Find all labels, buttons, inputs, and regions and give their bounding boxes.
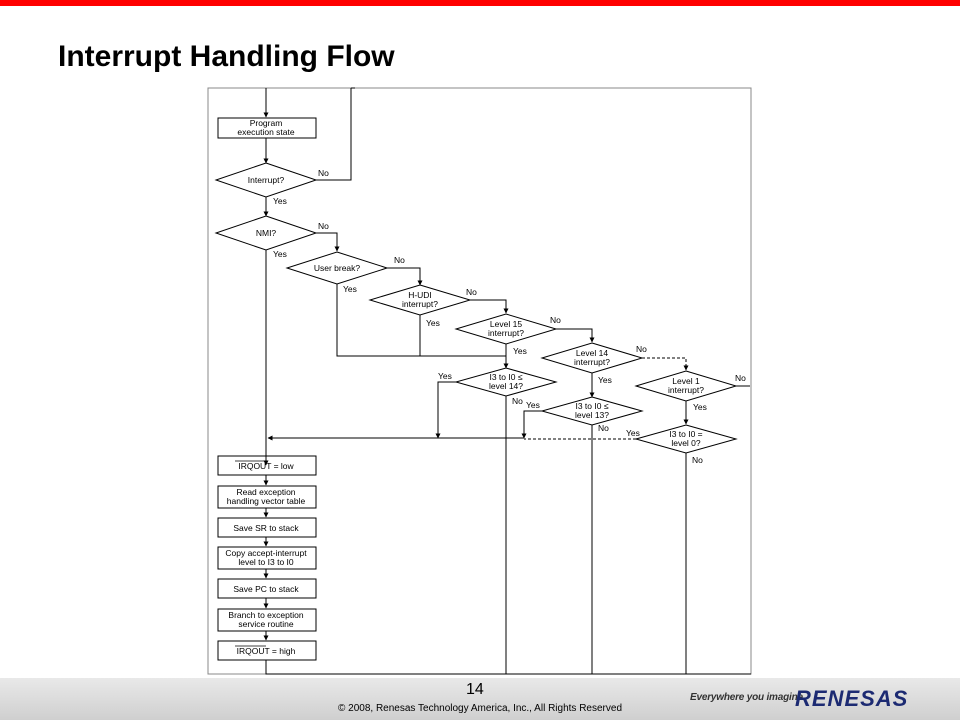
yes-label: Yes: [513, 346, 527, 356]
mask0-label-1: I3 to I0 =: [669, 429, 702, 439]
interrupt-label: Interrupt?: [248, 175, 285, 185]
mask13-label-1: I3 to I0 ≤: [575, 401, 608, 411]
step-read-vector: [217, 485, 317, 509]
hudi-label-2: interrupt?: [402, 299, 438, 309]
step-label: Copy accept-interrupt: [225, 548, 307, 558]
mask14-label-1: I3 to I0 ≤: [489, 372, 522, 382]
top-accent-bar: [0, 0, 960, 6]
start-label-2: execution state: [237, 127, 294, 137]
step-label: Save PC to stack: [233, 584, 299, 594]
level15-label-2: interrupt?: [488, 328, 524, 338]
step-save-pc: [217, 578, 317, 599]
yes-label: Yes: [598, 375, 612, 385]
yes-label: Yes: [273, 196, 287, 206]
no-label: No: [512, 396, 523, 406]
level1-label-1: Level 1: [672, 376, 700, 386]
step-copy-level: [217, 546, 317, 570]
copyright-text: © 2008, Renesas Technology America, Inc.…: [338, 703, 622, 714]
step-label: Save SR to stack: [233, 523, 299, 533]
step-label: Read exception: [236, 487, 295, 497]
no-label: No: [735, 373, 746, 383]
mask0-label-2: level 0?: [671, 438, 701, 448]
step-irqout-high: [217, 640, 317, 661]
yes-label: Yes: [343, 284, 357, 294]
tagline: Everywhere you imagine.: [690, 692, 806, 703]
hudi-label-1: H-UDI: [408, 290, 432, 300]
page-number: 14: [466, 681, 484, 698]
step-irqout-low: [217, 455, 317, 476]
no-label: No: [598, 423, 609, 433]
no-label: No: [318, 168, 329, 178]
level14-label-1: Level 14: [576, 348, 608, 358]
no-label: No: [692, 455, 703, 465]
yes-label: Yes: [626, 428, 640, 438]
yes-label: Yes: [426, 318, 440, 328]
user-break-label: User break?: [314, 263, 361, 273]
step-label: service routine: [238, 619, 294, 629]
slide-title: Interrupt Handling Flow: [58, 40, 395, 73]
start-box: [217, 117, 317, 139]
yes-label: Yes: [273, 249, 287, 259]
no-label: No: [394, 255, 405, 265]
nmi-label: NMI?: [256, 228, 277, 238]
level15-label-1: Level 15: [490, 319, 522, 329]
yes-label: Yes: [438, 371, 452, 381]
no-label: No: [550, 315, 561, 325]
no-label: No: [466, 287, 477, 297]
step-label: IRQOUT = low: [238, 461, 294, 471]
step-branch: [217, 608, 317, 632]
no-label: No: [636, 344, 647, 354]
step-label: handling vector table: [227, 496, 306, 506]
yes-label: Yes: [526, 400, 540, 410]
start-label-1: Program: [250, 118, 283, 128]
level1-label-2: interrupt?: [668, 385, 704, 395]
yes-label: Yes: [693, 402, 707, 412]
footer-bar: [0, 678, 960, 720]
no-label: No: [318, 221, 329, 231]
step-save-sr: [217, 517, 317, 538]
step-label: level to I3 to I0: [238, 557, 294, 567]
renesas-logo: RENESAS: [795, 686, 909, 711]
level14-label-2: interrupt?: [574, 357, 610, 367]
mask14-label-2: level 14?: [489, 381, 523, 391]
step-label: Branch to exception: [228, 610, 303, 620]
step-label: IRQOUT = high: [237, 646, 296, 656]
mask13-label-2: level 13?: [575, 410, 609, 420]
